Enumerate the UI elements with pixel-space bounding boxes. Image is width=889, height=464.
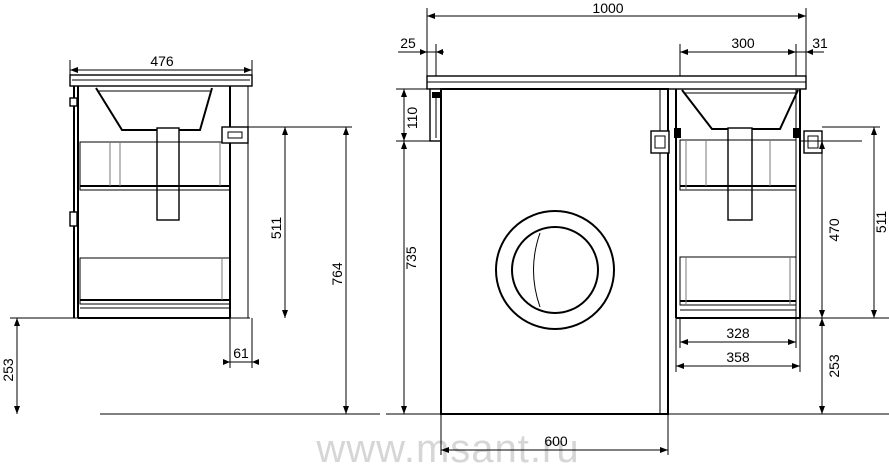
dim-25-label: 25 (400, 35, 416, 51)
dim-1000-label: 1000 (592, 0, 623, 16)
side-upper-drawer (79, 141, 231, 191)
washing-machine-body (440, 88, 669, 415)
side-lower-drawer (79, 257, 231, 305)
washing-machine-door-inner (511, 226, 599, 314)
front-handle-left-inner (654, 135, 666, 149)
dim-110-label: 110 (404, 107, 420, 130)
side-handle (221, 126, 249, 144)
front-siphon (727, 127, 753, 221)
washing-machine-door-handle (533, 232, 541, 308)
side-view: 476 511 764 61 253 (0, 53, 352, 414)
dim-253-left-label: 253 (0, 358, 16, 382)
dim-25-arrows (420, 49, 443, 55)
front-view: 1000 25 300 31 110 735 600 328 (396, 0, 889, 455)
front-clip-right (793, 128, 800, 138)
dim-31-label: 31 (812, 35, 828, 51)
dim-735-label: 735 (403, 246, 419, 270)
dim-358-label: 358 (726, 349, 750, 365)
front-clip-left (674, 128, 681, 138)
watermark: www.msant.ru (315, 427, 579, 464)
front-handle-left (650, 130, 670, 154)
side-handle-inner (227, 131, 243, 139)
front-left-bracket-bolt (432, 92, 440, 98)
dim-764-label: 764 (329, 262, 345, 286)
dim-328-label: 328 (726, 325, 750, 341)
front-sink-bowl (681, 89, 799, 130)
front-handle-right-inner (807, 135, 819, 149)
side-wall-bracket-top (69, 97, 78, 107)
dim-300-label: 300 (731, 35, 755, 51)
side-siphon (156, 127, 180, 221)
dim-600-label: 600 (544, 433, 568, 449)
side-wall-bracket-mid (69, 211, 78, 227)
front-lower-drawer (679, 256, 797, 306)
dim-476-label: 476 (150, 53, 174, 69)
dim-253-right-label: 253 (826, 354, 842, 378)
washing-machine-door-outer (495, 210, 615, 330)
side-sink-bowl (95, 87, 213, 131)
dim-470-label: 470 (826, 218, 842, 242)
dim-511-side-label: 511 (268, 217, 284, 240)
front-handle-right (803, 130, 823, 154)
front-upper-drawer (679, 139, 797, 191)
dim-511-right-label: 511 (873, 211, 889, 234)
dim-61-label: 61 (233, 345, 249, 361)
